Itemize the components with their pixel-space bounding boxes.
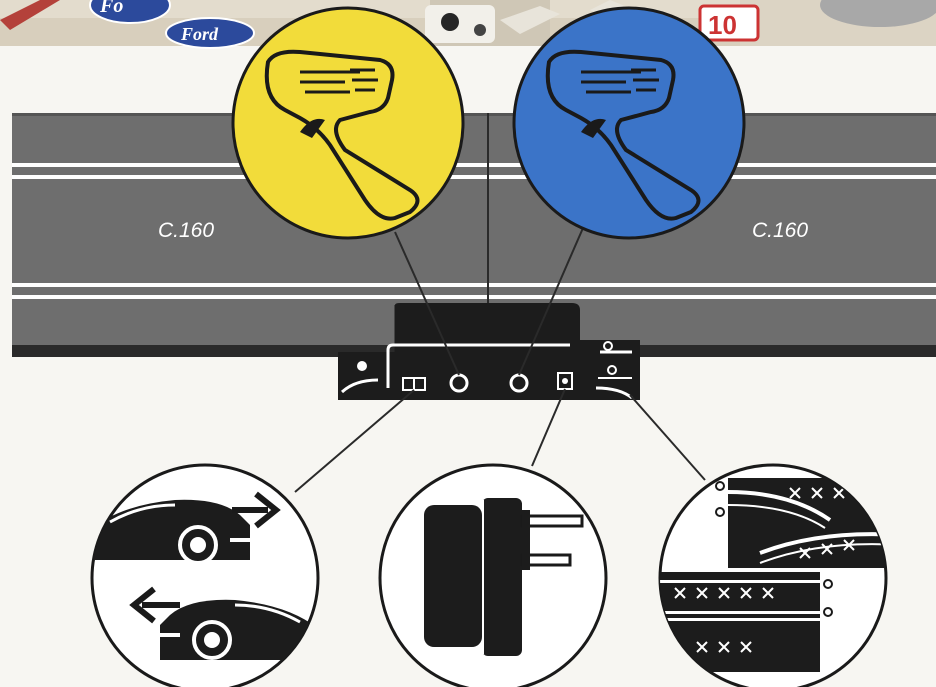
blue-controller [514, 8, 744, 238]
race-car-photo [425, 5, 495, 43]
track-label-right: C.160 [752, 219, 808, 242]
number-sticker-text: 10 [708, 10, 737, 40]
lane-direction-inset [90, 465, 320, 687]
power-adapter-inset [380, 465, 606, 687]
ford-logo-partial-text: Fo [99, 0, 123, 17]
header-photo-strip: Fo Ford 10 [0, 0, 936, 48]
yellow-controller [233, 8, 463, 238]
track-connection-inset [655, 465, 900, 687]
yellow-controller-circle [233, 8, 463, 238]
track-label-left: C.160 [158, 219, 214, 242]
ford-logo-text: Ford [180, 24, 219, 44]
blue-controller-circle [514, 8, 744, 238]
